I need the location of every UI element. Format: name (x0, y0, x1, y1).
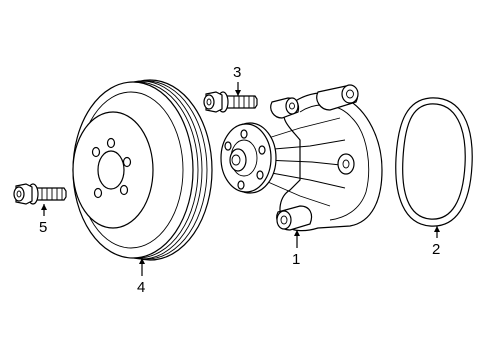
pulley (72, 79, 213, 261)
gasket (395, 97, 473, 227)
callout-water-pump: 1 (292, 251, 300, 268)
callout-pulley: 4 (137, 279, 145, 296)
water-pump (220, 84, 383, 232)
callout-gasket: 2 (432, 241, 440, 258)
leader-lines (41, 82, 440, 276)
callout-pump-bolt: 3 (233, 64, 241, 81)
pump-bolt (203, 91, 258, 113)
pulley-bolt (13, 183, 67, 205)
callout-pulley-bolt: 5 (39, 219, 47, 236)
